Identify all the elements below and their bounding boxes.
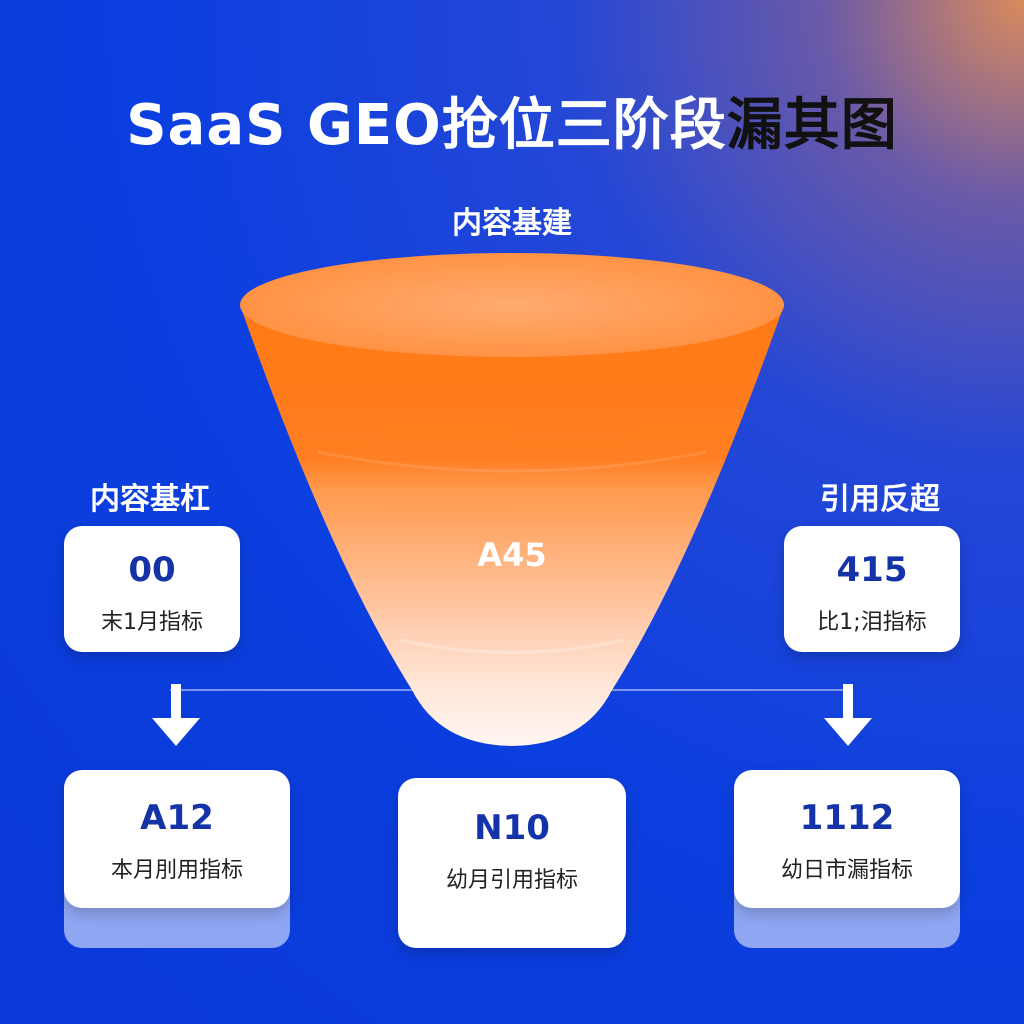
- funnel-body: [240, 305, 784, 746]
- title-dark: 漏其图: [726, 93, 898, 158]
- arrow-down-icon: [824, 684, 872, 746]
- funnel-band-2: [399, 638, 625, 654]
- card-value: 1112: [799, 798, 895, 838]
- card-value: A12: [140, 798, 214, 838]
- page-title: SaaS GEO抢位三阶段漏其图: [0, 80, 1024, 161]
- funnel-top-ellipse: [240, 253, 784, 357]
- card-caption: 幼日市漏指标: [780, 858, 913, 883]
- card-caption: 末1月指标: [101, 610, 203, 635]
- left-top-card: 00 末1月指标: [64, 526, 240, 652]
- card-value: 00: [128, 550, 176, 590]
- card-caption: 比1;泪指标: [817, 610, 927, 635]
- card-caption: 本月刖用指标: [110, 858, 243, 883]
- card-value: N10: [474, 808, 550, 848]
- left-bottom-card: A12 本月刖用指标: [64, 770, 290, 908]
- center-bottom-card: N10 幼月引用指标: [398, 778, 626, 948]
- left-stage-label: 内容基杠: [90, 482, 210, 517]
- funnel-top-label: 内容基建: [452, 206, 572, 241]
- title-main: SaaS GEO抢位三阶段: [126, 93, 727, 158]
- funnel-band-1: [317, 450, 707, 473]
- right-top-card: 415 比1;泪指标: [784, 526, 960, 652]
- card-value: 415: [836, 550, 908, 590]
- right-stage-label: 引用反超: [820, 482, 940, 517]
- card-caption: 幼月引用指标: [445, 868, 578, 893]
- right-bottom-card: 1112 幼日市漏指标: [734, 770, 960, 908]
- funnel-center-value: A45: [477, 536, 547, 574]
- arrow-down-icon: [152, 684, 200, 746]
